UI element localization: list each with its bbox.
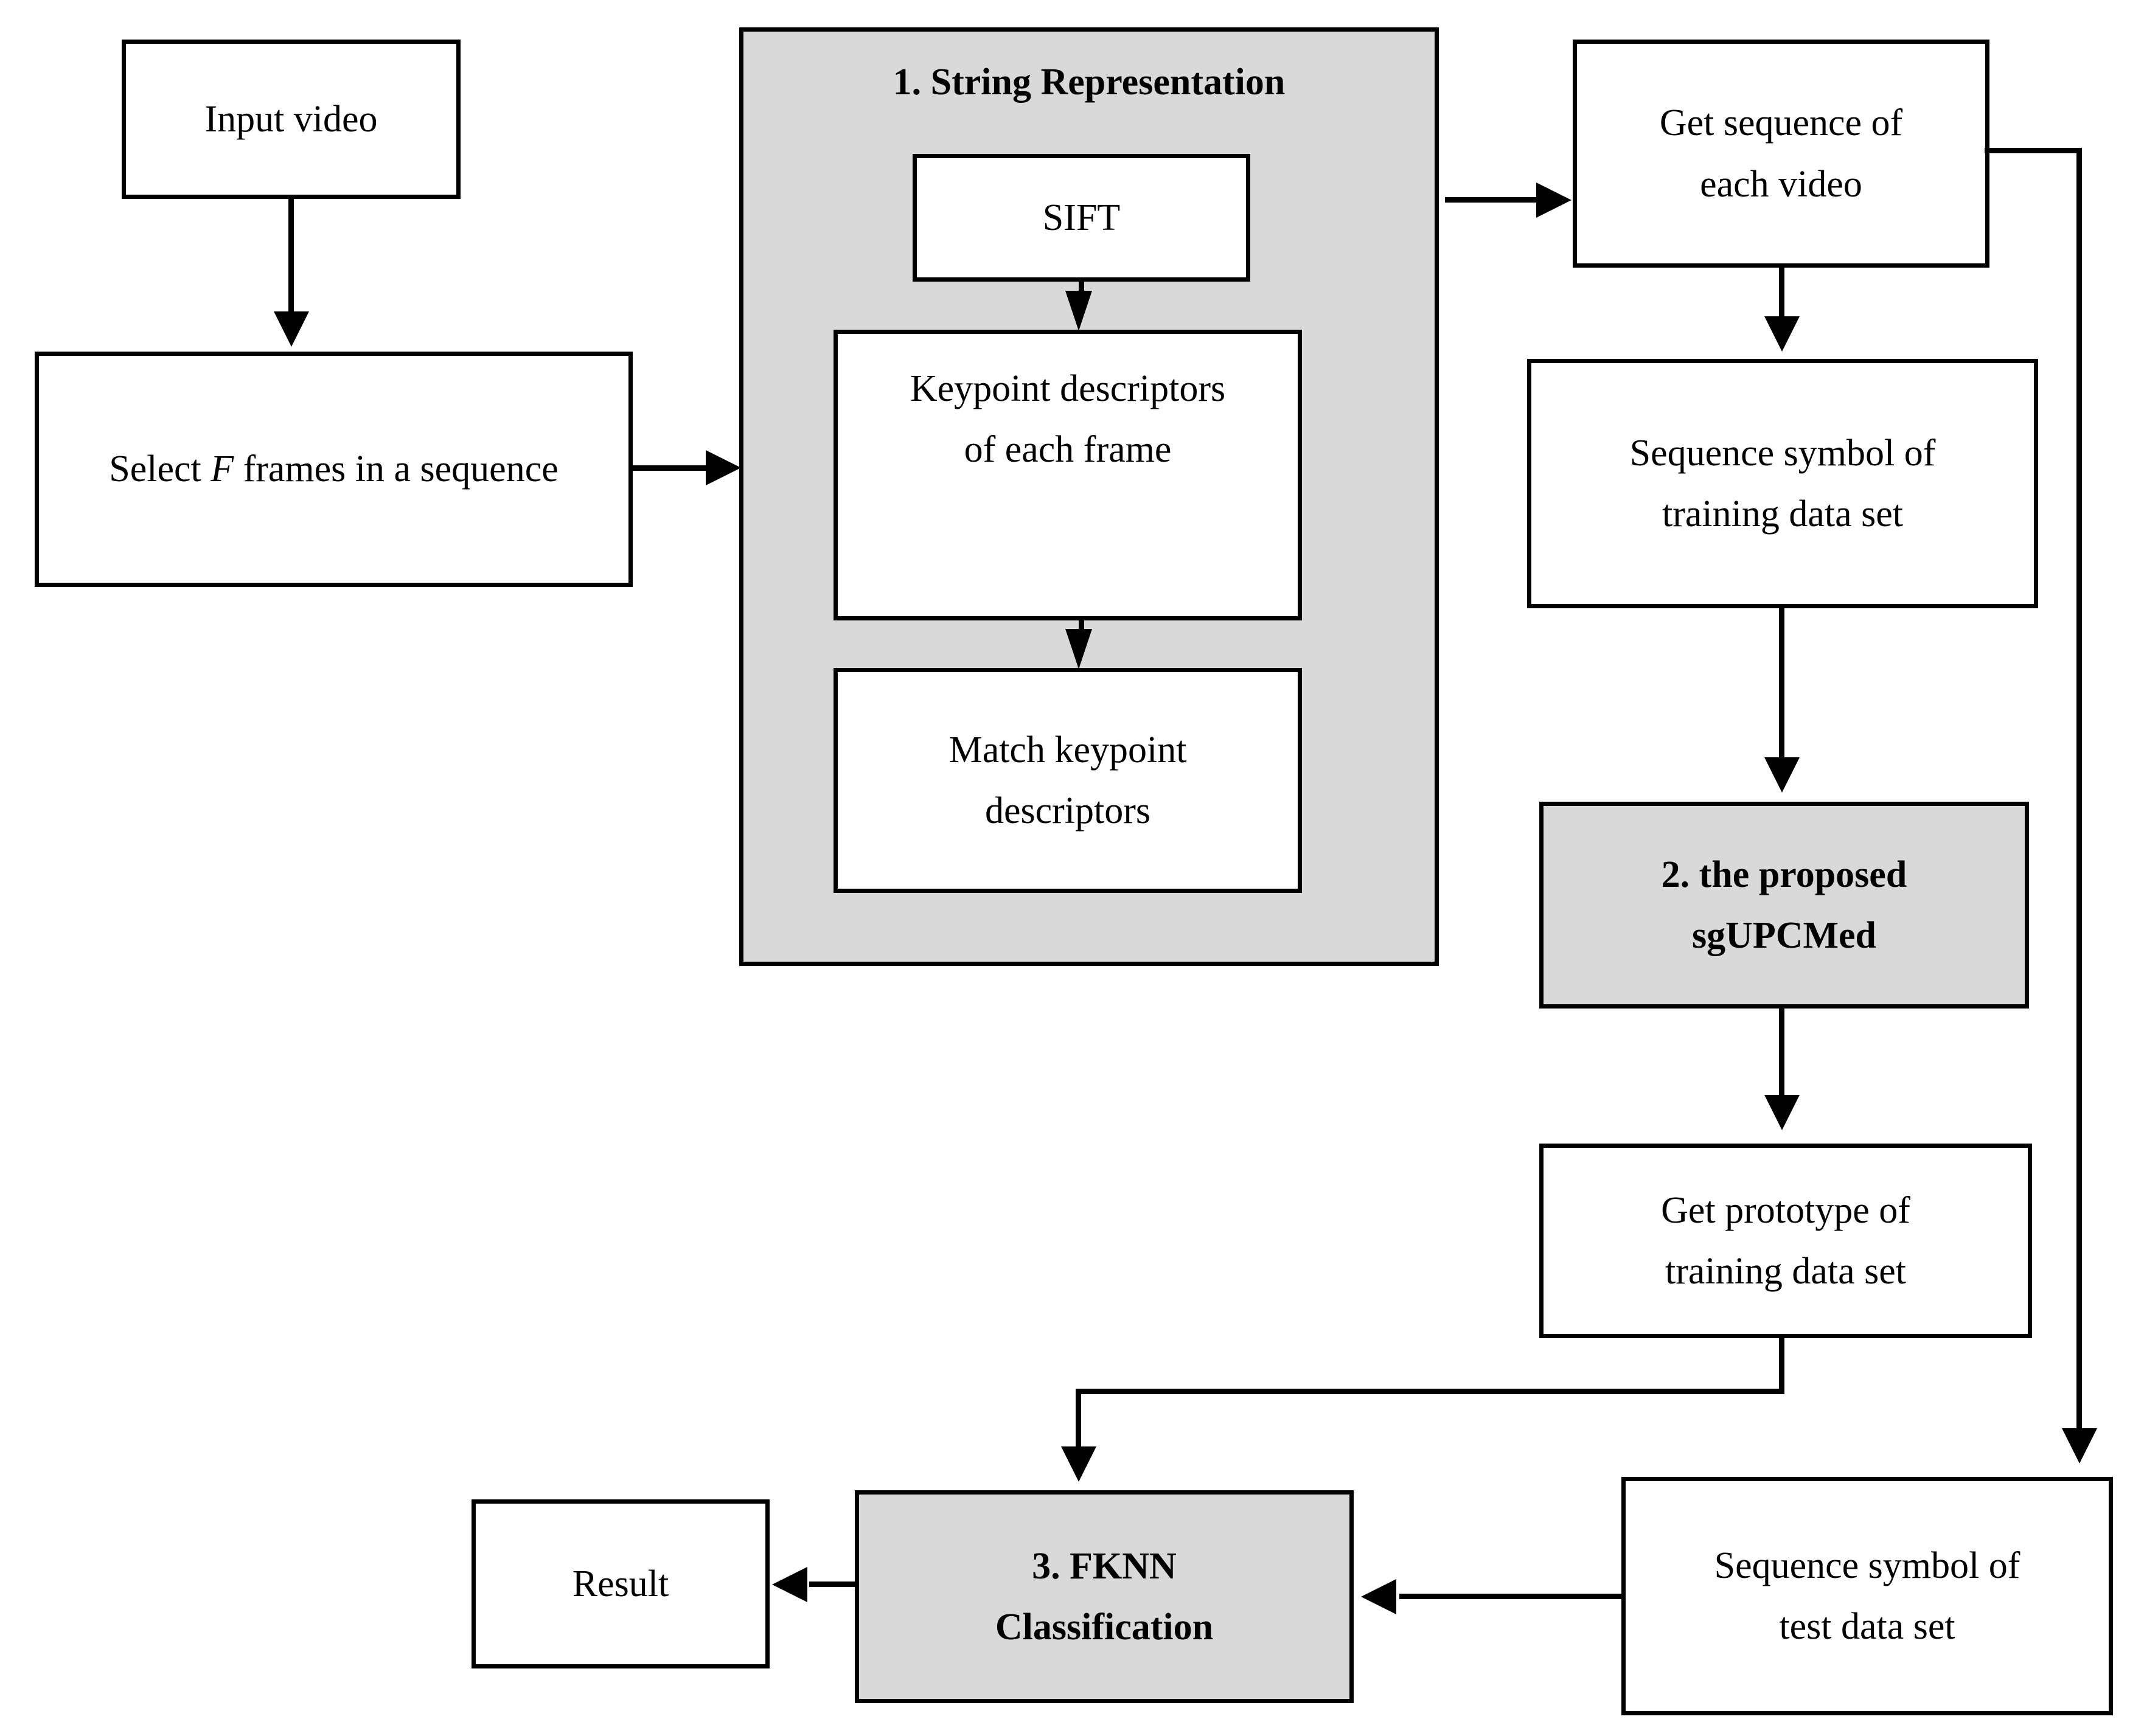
node-sequence-symbol-training-line1: Sequence symbol of: [1629, 432, 1936, 474]
edge-prototype-to-fknn-vertical-1: [1779, 1338, 1784, 1393]
node-sift-label: SIFT: [1042, 196, 1121, 238]
node-sequence-symbol-test-line2: test data set: [1779, 1606, 1955, 1647]
node-sgupcmed-line1: 2. the proposed: [1661, 853, 1907, 895]
edge-keypoint-to-match-arrowhead: [1065, 629, 1092, 669]
edge-get-sequence-to-test-arrowhead: [2062, 1428, 2097, 1463]
select-frames-label-variable: F: [211, 448, 234, 490]
select-frames-label-pre: Select: [109, 448, 211, 490]
edge-get-sequence-to-test-horizontal: [1985, 148, 2082, 153]
edge-training-to-sgupcmed-line: [1779, 608, 1784, 760]
node-sequence-symbol-training-line2: training data set: [1662, 493, 1903, 535]
node-get-prototype-line1: Get prototype of: [1661, 1189, 1910, 1231]
node-sgupcmed[interactable]: 2. the proposed sgUPCMed: [1539, 802, 2029, 1009]
edge-test-to-fknn-line: [1399, 1594, 1626, 1599]
node-sgupcmed-line2: sgUPCMed: [1691, 915, 1877, 956]
node-match-keypoint-descriptors-line2: descriptors: [984, 790, 1151, 832]
edge-test-to-fknn-arrowhead: [1361, 1579, 1396, 1614]
node-get-prototype-line2: training data set: [1665, 1251, 1906, 1292]
edge-training-to-sgupcmed-arrowhead: [1764, 757, 1800, 793]
edge-sift-to-keypoint-arrowhead: [1065, 291, 1092, 331]
node-keypoint-descriptors-line1: Keypoint descriptors: [910, 368, 1226, 409]
edge-prototype-to-fknn-arrowhead: [1061, 1446, 1096, 1482]
node-get-sequence-line1: Get sequence of: [1659, 102, 1903, 144]
edge-sift-to-keypoint-line: [1079, 282, 1084, 297]
select-frames-label-post: frames in a sequence: [234, 448, 559, 490]
node-fknn-line2: Classification: [995, 1606, 1214, 1648]
node-keypoint-descriptors-line2: of each frame: [964, 429, 1172, 471]
edge-keypoint-to-match-line: [1079, 620, 1084, 634]
node-sequence-symbol-training[interactable]: Sequence symbol of training data set: [1527, 359, 2038, 608]
edge-get-sequence-to-training-line: [1779, 268, 1784, 319]
node-input-video[interactable]: Input video: [122, 40, 461, 199]
edge-get-sequence-to-training-arrowhead: [1764, 316, 1800, 352]
edge-get-sequence-to-test-vertical: [2076, 148, 2082, 1431]
node-input-video-label: Input video: [204, 98, 378, 140]
edge-panel-to-get-sequence-line: [1445, 197, 1539, 203]
edge-input-video-to-select-frames-arrowhead: [274, 311, 309, 347]
node-fknn-classification[interactable]: 3. FKNN Classification: [855, 1490, 1354, 1703]
edge-sgupcmed-to-prototype-arrowhead: [1764, 1095, 1800, 1130]
node-get-sequence-line2: each video: [1700, 163, 1862, 205]
node-fknn-line1: 3. FKNN: [1032, 1545, 1177, 1587]
node-get-sequence-of-each-video[interactable]: Get sequence of each video: [1573, 40, 1989, 268]
node-sequence-symbol-test[interactable]: Sequence symbol of test data set: [1621, 1477, 2113, 1715]
node-result[interactable]: Result: [472, 1499, 770, 1668]
edge-fknn-to-result-line: [809, 1581, 859, 1587]
edge-input-video-to-select-frames-line: [288, 199, 294, 314]
node-sift[interactable]: SIFT: [913, 154, 1250, 282]
edge-prototype-to-fknn-vertical-2: [1076, 1389, 1081, 1453]
node-select-frames-label: Select F frames in a sequence: [109, 439, 559, 499]
node-match-keypoint-descriptors[interactable]: Match keypoint descriptors: [834, 668, 1302, 893]
edge-fknn-to-result-arrowhead: [772, 1567, 807, 1602]
edge-sgupcmed-to-prototype-line: [1779, 1009, 1784, 1100]
node-keypoint-descriptors[interactable]: Keypoint descriptors of each frame: [834, 330, 1302, 620]
node-sequence-symbol-test-line1: Sequence symbol of: [1714, 1544, 2020, 1586]
edge-select-frames-to-panel-line: [633, 465, 709, 471]
edge-select-frames-to-panel-arrowhead: [706, 450, 741, 485]
node-match-keypoint-descriptors-line1: Match keypoint: [948, 729, 1187, 771]
string-representation-panel-title: 1. String Representation: [893, 61, 1286, 103]
edge-prototype-to-fknn-horizontal: [1076, 1389, 1784, 1394]
node-get-prototype-training[interactable]: Get prototype of training data set: [1539, 1144, 2032, 1338]
edge-panel-to-get-sequence-arrowhead: [1536, 182, 1571, 218]
node-result-label: Result: [572, 1563, 669, 1605]
node-select-frames[interactable]: Select F frames in a sequence: [35, 352, 633, 587]
